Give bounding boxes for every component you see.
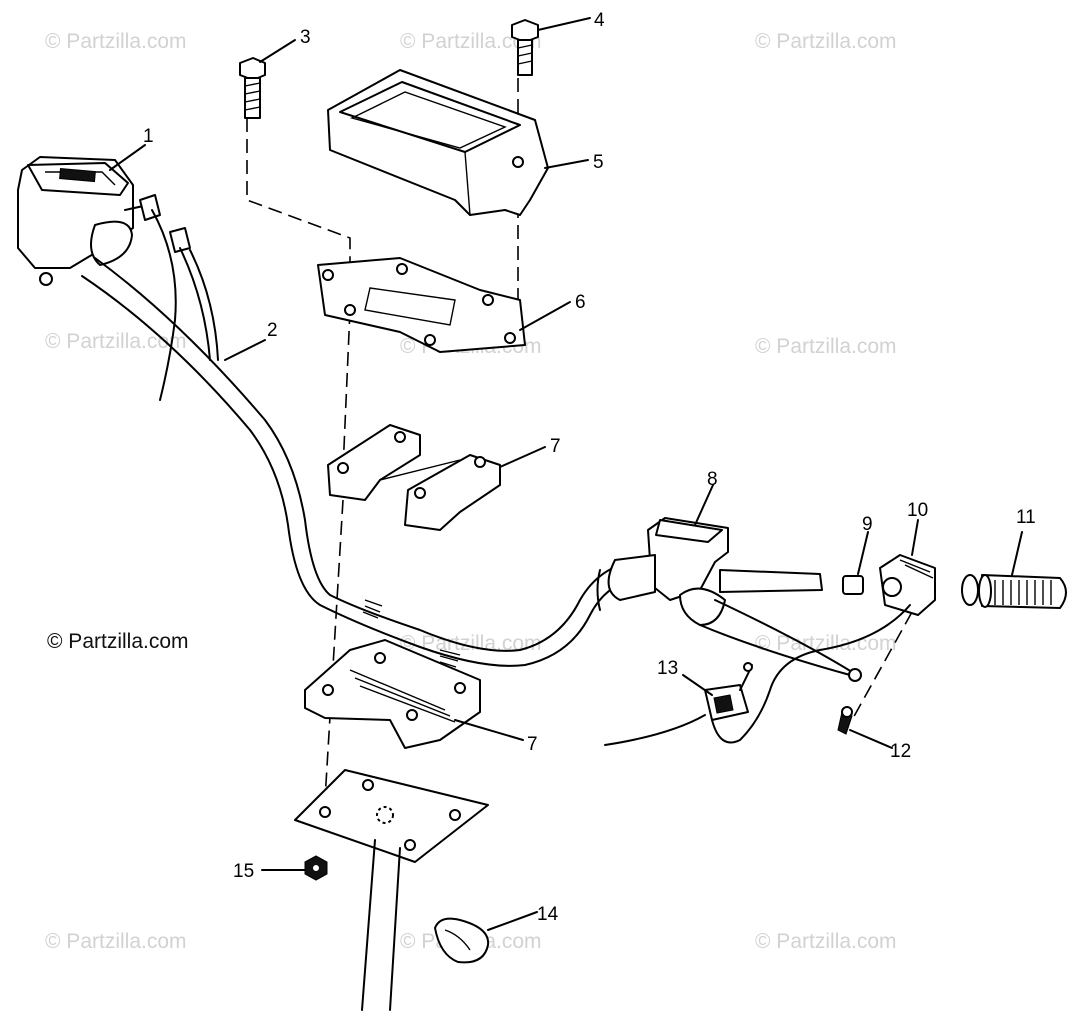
watermark: © Partzilla.com bbox=[400, 632, 542, 655]
part-12-screw bbox=[837, 706, 853, 735]
part-10-switch-housing bbox=[879, 554, 936, 616]
callout-4: 4 bbox=[594, 10, 605, 31]
callout-1: 1 bbox=[143, 126, 154, 147]
part-7-upper-clamp bbox=[327, 424, 501, 531]
callout-8: 8 bbox=[707, 469, 718, 490]
watermark: © Partzilla.com bbox=[755, 930, 897, 953]
callout-14: 14 bbox=[537, 904, 559, 925]
watermarks: © Partzilla.com © Partzilla.com © Partzi… bbox=[45, 30, 897, 953]
callout-10: 10 bbox=[907, 500, 928, 521]
callout-15: 15 bbox=[233, 861, 254, 882]
callout-3: 3 bbox=[300, 27, 311, 48]
part-5-handlebar-cover bbox=[327, 69, 549, 216]
part-11-grip bbox=[961, 574, 1067, 609]
watermark: © Partzilla.com bbox=[755, 632, 897, 655]
callout-5: 5 bbox=[593, 152, 604, 173]
part-7-lower-clamp bbox=[304, 639, 481, 749]
watermark: © Partzilla.com bbox=[400, 30, 542, 53]
steering-post-plate bbox=[294, 769, 489, 1011]
watermark: © Partzilla.com bbox=[755, 30, 897, 53]
part-2-handlebar bbox=[81, 257, 661, 668]
throttle-cable bbox=[151, 209, 177, 401]
part-1-throttle-housing bbox=[17, 156, 191, 286]
watermark: © Partzilla.com bbox=[45, 930, 187, 953]
watermark: © Partzilla.com bbox=[45, 330, 187, 353]
callout-7-upper: 7 bbox=[550, 436, 561, 457]
callouts: 1 2 3 4 5 6 7 7 8 9 10 11 12 13 14 15 bbox=[143, 10, 1036, 925]
part-3-bolt bbox=[239, 57, 266, 119]
part-8-master-cylinder bbox=[596, 517, 862, 682]
callout-12: 12 bbox=[890, 741, 911, 762]
part-4-bolt bbox=[511, 19, 539, 76]
callout-6: 6 bbox=[575, 292, 586, 313]
leader-lines bbox=[109, 17, 1023, 931]
callout-9: 9 bbox=[862, 514, 873, 535]
part-14-clip bbox=[434, 917, 490, 964]
callout-7-lower: 7 bbox=[527, 734, 538, 755]
part-13-connector bbox=[604, 604, 911, 746]
callout-13: 13 bbox=[657, 658, 678, 679]
callout-2: 2 bbox=[267, 320, 278, 341]
watermark: © Partzilla.com bbox=[45, 30, 187, 53]
part-9-spacer bbox=[842, 575, 864, 595]
watermark: © Partzilla.com bbox=[755, 335, 897, 358]
callout-11: 11 bbox=[1016, 507, 1036, 528]
part-15-nut bbox=[304, 855, 328, 881]
part-6-mount-plate bbox=[317, 257, 526, 353]
copyright-label: © Partzilla.com bbox=[47, 630, 189, 653]
